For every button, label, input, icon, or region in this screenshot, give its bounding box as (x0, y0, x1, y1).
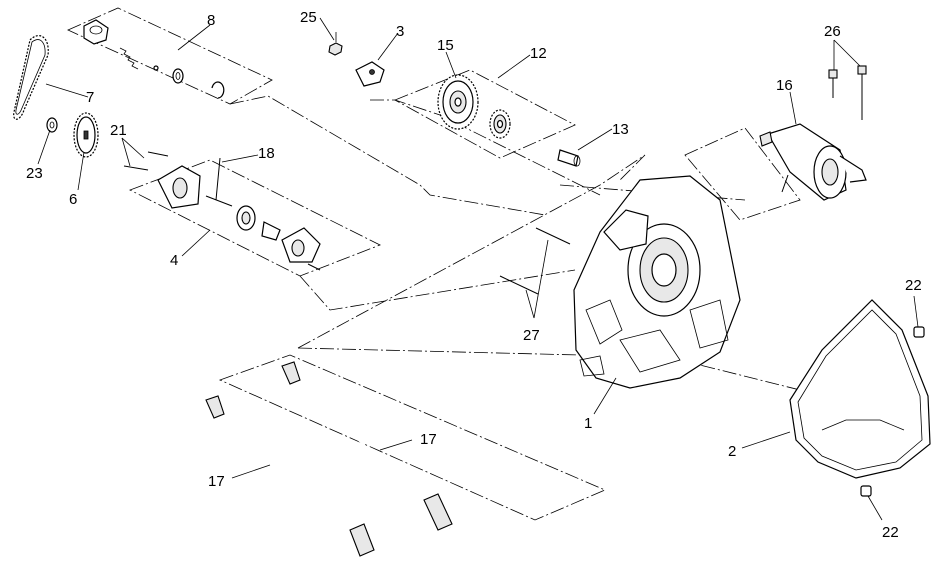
bolt-25 (328, 32, 343, 56)
callout-17-right: 17 (420, 431, 437, 448)
callout-27: 27 (523, 327, 540, 344)
plate-3 (355, 61, 385, 87)
bolts-27 (499, 227, 571, 295)
callout-22-bottom: 22 (882, 524, 899, 541)
panel-part-12 (394, 69, 576, 159)
callout-13: 13 (612, 121, 629, 138)
gear-15 (437, 74, 479, 130)
starter-motor-16 (759, 123, 867, 201)
stud-17-left (205, 395, 375, 557)
bolts-26 (828, 65, 867, 120)
washer-23 (46, 117, 58, 133)
axis-line-e (297, 347, 581, 356)
dowel-pin-13 (557, 149, 581, 167)
bolts-21 (123, 151, 169, 171)
stud-17-right (281, 361, 453, 531)
callout-25: 25 (300, 9, 317, 26)
panel-part-17 (218, 354, 607, 521)
oil-pump-4 (157, 165, 321, 271)
part-8-cap-spring-set (83, 19, 225, 99)
axis-line-c (299, 269, 576, 311)
callout-15: 15 (437, 37, 454, 54)
callout-23: 23 (26, 165, 43, 182)
gasket-2 (789, 299, 931, 479)
callout-6: 6 (69, 191, 77, 208)
callout-7: 7 (86, 89, 94, 106)
callout-12: 12 (530, 45, 547, 62)
callout-17-left: 17 (208, 473, 225, 490)
callout-4: 4 (170, 252, 178, 269)
crankcase-1 (573, 175, 741, 389)
sprocket-6 (73, 112, 99, 158)
axis-line-d (297, 154, 646, 349)
callout-22-top: 22 (905, 277, 922, 294)
timing-chain (13, 35, 49, 120)
leader-lines (37, 17, 919, 521)
callout-18: 18 (258, 145, 275, 162)
axis-line-b (370, 99, 601, 196)
gear-12 (489, 109, 511, 139)
callout-8: 8 (207, 12, 215, 29)
callout-26: 26 (824, 23, 841, 40)
dowels-22 (860, 326, 925, 497)
axis-line-a (229, 95, 546, 216)
callout-3: 3 (396, 23, 404, 40)
assembly-panels (67, 7, 821, 521)
callout-labels: 8 25 3 15 12 26 16 7 21 18 13 23 6 4 27 … (26, 9, 922, 541)
callout-16: 16 (776, 77, 793, 94)
callout-21: 21 (110, 122, 127, 139)
callout-2: 2 (728, 443, 736, 460)
callout-1: 1 (584, 415, 592, 432)
pin-18 (215, 157, 221, 201)
